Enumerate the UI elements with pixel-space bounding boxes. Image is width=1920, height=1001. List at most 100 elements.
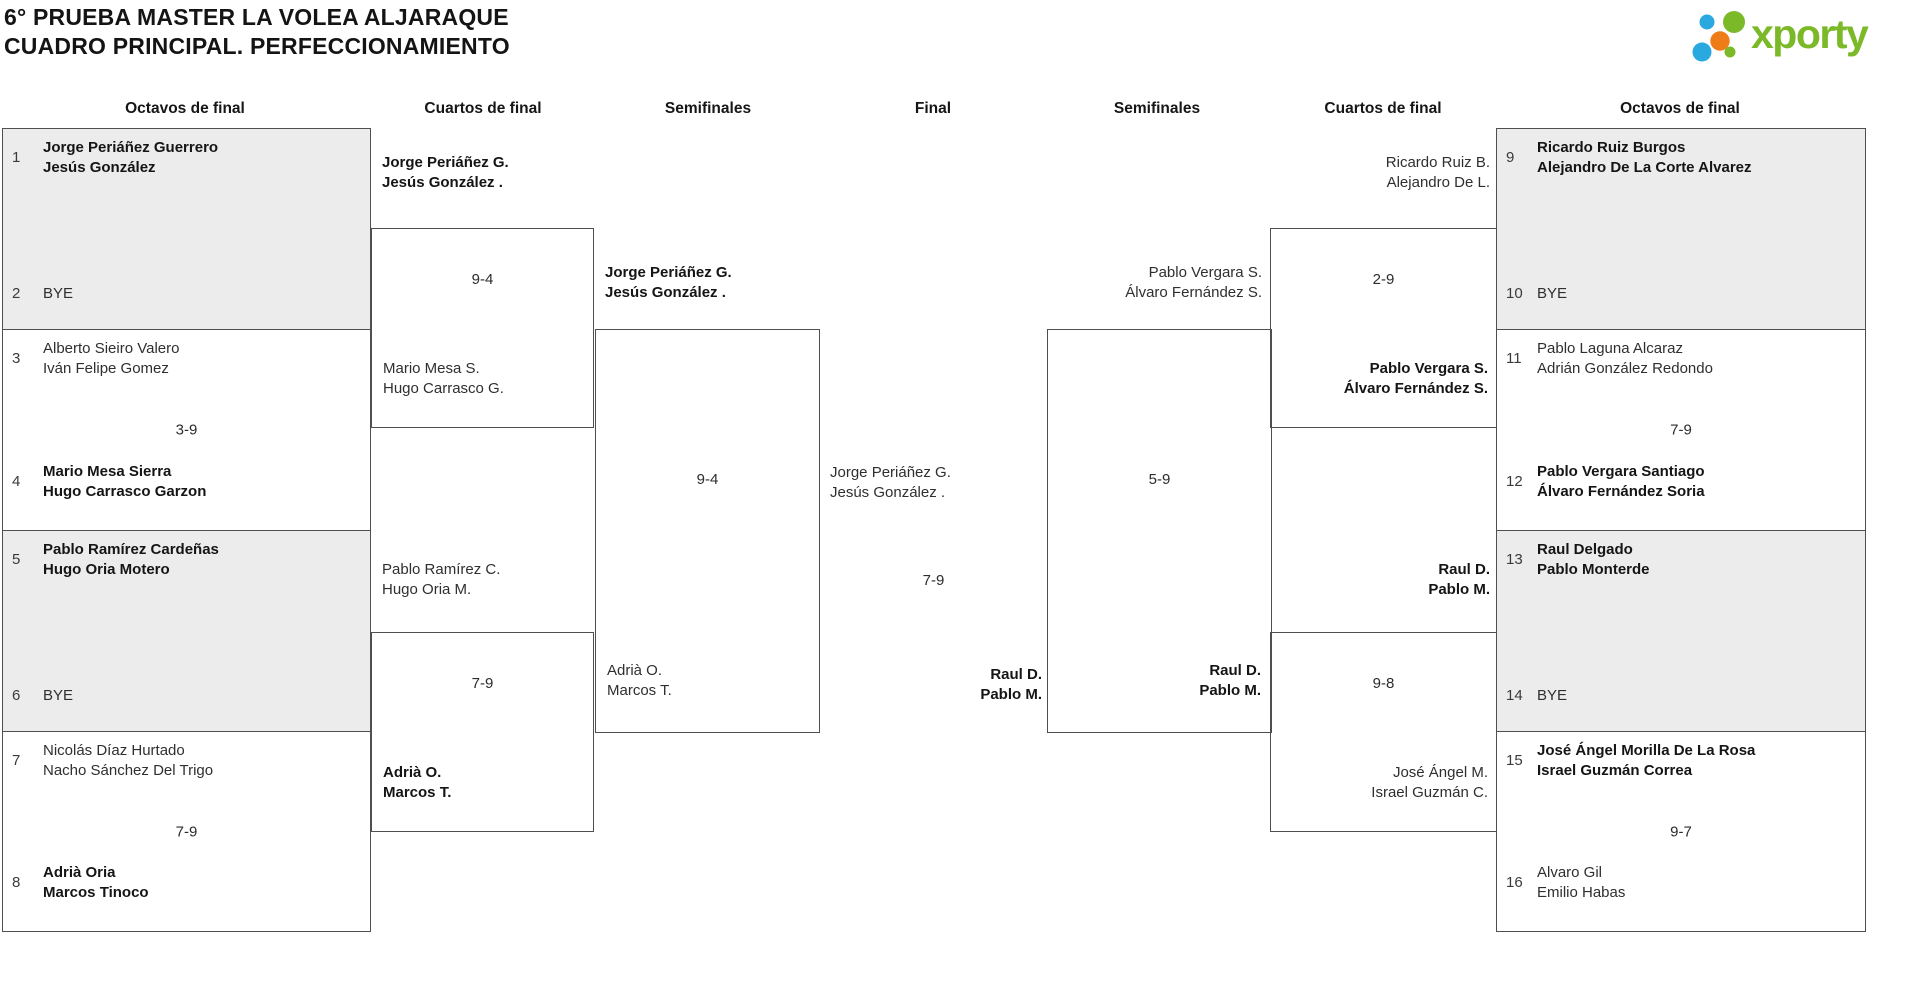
entrant-seed-6: 6 BYE <box>12 686 73 706</box>
entrant-name-line: Pablo Laguna Alcaraz <box>1537 340 1683 357</box>
entrant-name-line: Pablo Ramírez Cardeñas <box>43 541 219 558</box>
entrant-name-line: Pablo Ramírez C. <box>382 561 501 578</box>
entrant-name-line: Hugo Carrasco Garzon <box>43 483 207 500</box>
entrant-name-line: Pablo Monterde <box>1537 561 1650 578</box>
seed-number: 10 <box>1506 285 1523 302</box>
entrant-name-line: Hugo Oria M. <box>382 581 472 598</box>
match-score: 7-9 <box>471 675 494 692</box>
title-line-2: CUADRO PRINCIPAL. PERFECCIONAMIENTO <box>4 33 510 59</box>
entrant-name-line: Adrià O. <box>383 764 442 781</box>
entrant-name-line: Raul Delgado <box>1537 541 1633 558</box>
entrant-name-line: BYE <box>1537 687 1568 704</box>
entrant-name-line: Adrià O. <box>607 662 663 679</box>
entrant-name-line: Jesús González . <box>382 174 503 191</box>
entrant-name-line: Ricardo Ruiz Burgos <box>1537 139 1686 156</box>
seed-number: 3 <box>12 350 21 367</box>
final-score: 7-9 <box>922 572 945 589</box>
entrant-name-line: Nicolás Díaz Hurtado <box>43 742 185 759</box>
entrant-name-line: Alvaro Gil <box>1537 864 1603 881</box>
entrant-name-line: Jorge Periáñez G. <box>382 154 509 171</box>
match-score: 9-7 <box>1670 823 1692 840</box>
entrant-name-line: Jorge Periáñez Guerrero <box>43 139 219 156</box>
round-header-right-cuartos: Cuartos de final <box>1324 100 1442 117</box>
entrant-name-line: Jesús González . <box>605 284 726 301</box>
entrant-name-line: BYE <box>43 687 74 704</box>
seed-number: 7 <box>12 752 21 769</box>
entrant-name-line: Jorge Periáñez G. <box>605 264 732 281</box>
entrant-name-line: Hugo Carrasco G. <box>383 380 504 397</box>
match-score: 2-9 <box>1372 271 1395 288</box>
match-box-cuartos-right-2: 9-8 José Ángel M. Israel Guzmán C. <box>1270 632 1497 832</box>
seed-number: 2 <box>12 285 21 302</box>
round-header-final: Final <box>914 100 952 117</box>
xporty-logo: xporty <box>1688 4 1869 64</box>
entrant-name-line: Raul D. <box>1209 662 1261 679</box>
seed-number: 13 <box>1506 551 1523 568</box>
title-line-1: 6° PRUEBA MASTER LA VOLEA ALJARAQUE <box>4 4 509 30</box>
match-box-semis-right: 5-9 Raul D. Pablo M. <box>1047 329 1272 733</box>
entrant-name-line: Pablo Vergara S. <box>1369 360 1488 377</box>
seed-number: 16 <box>1506 874 1523 891</box>
entrant-name-line: Alberto Sieiro Valero <box>43 340 180 357</box>
round-header-right-semis: Semifinales <box>1113 100 1201 117</box>
entrant-name-line: Nacho Sánchez Del Trigo <box>43 762 214 779</box>
seed-number: 8 <box>12 874 21 891</box>
entrant-name-line: Pablo Vergara Santiago <box>1537 463 1705 480</box>
entrant-name-line: BYE <box>43 285 74 302</box>
match-score: 5-9 <box>1148 471 1171 488</box>
entrant-name-line: Álvaro Fernández S. <box>1125 284 1262 301</box>
entrant-name-line: Jesús González <box>43 159 156 176</box>
entrant-name-line: Raul D. <box>990 666 1042 683</box>
entrant-name-line: Marcos Tinoco <box>43 884 149 901</box>
match-box-cuartos-right-1: 2-9 Pablo Vergara S. Álvaro Fernández S. <box>1270 228 1497 428</box>
round-header-left-semis: Semifinales <box>664 100 752 117</box>
entrant-name-line: Pablo M. <box>980 686 1042 703</box>
match-score: 9-4 <box>471 271 494 288</box>
match-score: 7-9 <box>175 823 198 840</box>
entrant-semis-left-top: Jorge Periáñez G. Jesús González . <box>605 263 732 303</box>
match-score: 9-4 <box>696 471 719 488</box>
entrant-name-line: Ricardo Ruiz B. <box>1385 154 1490 171</box>
xporty-dots-icon <box>1692 11 1745 62</box>
match-score: 9-8 <box>1372 675 1395 692</box>
entrant-semis-right-bottom: Raul D. Pablo M. <box>1199 661 1261 701</box>
round-header-right-octavos: Octavos de final <box>1620 100 1740 117</box>
entrant-name-line: Adrià Oria <box>43 864 116 881</box>
entrant-name-line: Alejandro De La Corte Alvarez <box>1537 159 1752 176</box>
entrant-name-line: José Ángel M. <box>1392 764 1488 781</box>
entrant-cuartos-right-1-top: Ricardo Ruiz B. Alejandro De L. <box>1270 153 1490 193</box>
entrant-final-top: Jorge Periáñez G. Jesús González . <box>830 463 951 503</box>
seed-number: 15 <box>1506 752 1523 769</box>
entrant-cuartos-right-1-bottom: Pablo Vergara S. Álvaro Fernández S. <box>1344 359 1488 399</box>
entrant-name-line: Álvaro Fernández Soria <box>1537 483 1705 500</box>
entrant-name-line: Emilio Habas <box>1537 884 1626 901</box>
entrant-cuartos-left-2-top: Pablo Ramírez C. Hugo Oria M. <box>382 560 500 600</box>
seed-number: 9 <box>1506 149 1515 166</box>
entrant-semis-left-bottom: Adrià O. Marcos T. <box>607 661 672 701</box>
entrant-name-line: Mario Mesa Sierra <box>43 463 172 480</box>
match-score: 7-9 <box>1670 421 1692 439</box>
entrant-seed-2: 2 BYE <box>12 284 73 304</box>
entrant-cuartos-right-2-top: Raul D. Pablo M. <box>1270 560 1490 600</box>
entrant-name-line: Adrián González Redondo <box>1537 360 1713 377</box>
entrant-final-bottom: Raul D. Pablo M. <box>830 665 1042 705</box>
entrant-name-line: Raul D. <box>1438 561 1490 578</box>
entrant-name-line: Pablo Vergara S. <box>1148 264 1262 281</box>
match-box-semis-left: 9-4 Adrià O. Marcos T. <box>595 329 820 733</box>
entrant-name-line: Marcos T. <box>607 682 672 699</box>
